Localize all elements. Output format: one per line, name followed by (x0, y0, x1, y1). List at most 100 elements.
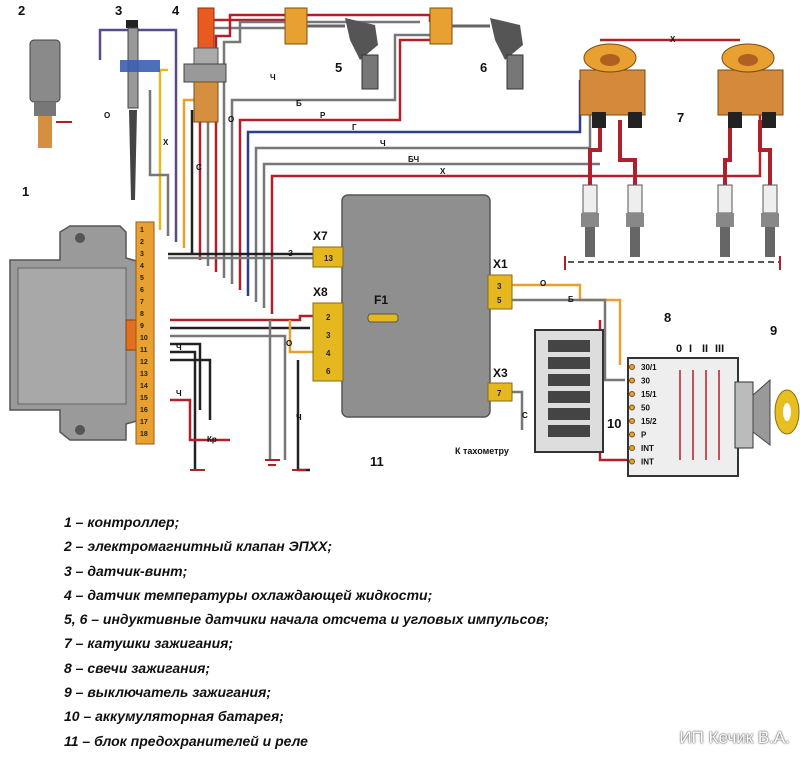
wire-bch (262, 162, 600, 308)
component-number-labels: 2 3 4 1 5 6 7 8 9 10 11 (18, 3, 777, 469)
controller-pin-label: 10 (140, 335, 148, 342)
wire-label-o1: О (104, 111, 110, 120)
wire-label-s2: С (196, 163, 202, 172)
label-10: 10 (607, 416, 621, 431)
switch-terminal-pin (629, 445, 635, 451)
pin-x1-a: 3 (497, 282, 502, 291)
wire-label-h2: Х (440, 167, 446, 176)
fuse-relay-block (341, 194, 491, 418)
connector-labels: X7 X8 X1 X3 F1 (313, 229, 508, 380)
switch-terminal-label: 15/1 (641, 390, 657, 399)
controller-pin-label: 2 (140, 239, 144, 246)
spark-plugs (581, 184, 779, 257)
label-1: 1 (22, 184, 29, 199)
wire-label-o3: О (286, 339, 292, 348)
hv-lead-2 (618, 120, 637, 185)
switch-terminal-pin (629, 391, 635, 397)
label-4: 4 (172, 3, 180, 18)
label-6: 6 (480, 60, 487, 75)
pin-x8-d: 6 (326, 367, 331, 376)
spark-plug-1 (581, 184, 599, 257)
screw-sensor (120, 20, 160, 200)
pin-labels: 13 2 3 4 6 3 5 7 (324, 254, 502, 398)
switch-terminal-pin (629, 377, 635, 384)
wire-label-s1: С (522, 411, 528, 420)
switch-terminal-pin (629, 364, 635, 370)
legend-item: 1 – контроллер; (64, 514, 180, 530)
wire-label-ch4: Ч (176, 343, 182, 352)
switch-position-label: 0 (676, 343, 682, 355)
legend-item: 2 – электромагнитный клапан ЭПХХ; (64, 538, 333, 555)
coolant-temp-sensor (183, 7, 227, 123)
ignition-coil-right (717, 43, 784, 128)
ignition-switch (627, 357, 800, 477)
legend-item: 4 – датчик температуры охлаждающей жидко… (64, 586, 433, 603)
connector-x3 (487, 382, 513, 402)
connector-x8 (312, 302, 344, 382)
controller-pin-label: 1 (140, 227, 144, 234)
switch-contacts (679, 370, 720, 460)
wire-label-z: З (288, 249, 293, 258)
wire-ch4 (170, 358, 212, 420)
label-9: 9 (770, 323, 777, 338)
switch-terminal-pin (629, 404, 635, 411)
tachometer-label: К тахометру (455, 446, 509, 456)
controller-pin-label: 4 (140, 263, 144, 270)
controller-pin-label: 11 (140, 347, 148, 354)
controller-pin-label: 14 (140, 383, 148, 390)
switch-terminal-label: 15/2 (641, 417, 657, 426)
hv-lead-3 (723, 120, 732, 185)
wire-label-o2: О (228, 115, 234, 124)
wire-label-kp: Кр (207, 435, 217, 444)
controller-pin-label: 18 (140, 431, 148, 438)
wire-gray-sensor3 (148, 90, 170, 236)
legend: 1 – контроллер; 2 – электромагнитный кла… (64, 510, 684, 753)
ignition-coil-left (579, 43, 646, 128)
wire-label-ch1: Ч (270, 73, 276, 82)
switch-position-label: I (689, 343, 692, 355)
legend-item: 10 – аккумуляторная батарея; (64, 708, 284, 725)
fuse-f1 (367, 313, 399, 323)
wire-label-ch2: Ч (380, 139, 386, 148)
inductive-sensor-6 (429, 7, 524, 90)
wire-label-r: Р (320, 111, 326, 120)
spark-plug-4 (761, 184, 779, 257)
label-5: 5 (335, 60, 342, 75)
wire-x8-3 (170, 334, 287, 460)
wire-ground (170, 350, 197, 470)
wire-label-g: Г (352, 123, 357, 132)
pin-x3: 7 (497, 389, 502, 398)
switch-terminal-label: 30 (641, 377, 650, 386)
label-x3: X3 (493, 366, 508, 380)
connector-x7 (312, 246, 344, 268)
switch-terminal-label: INT (641, 444, 654, 453)
legend-item: 5, 6 – индуктивные датчики начала отсчет… (64, 611, 550, 628)
label-11: 11 (370, 454, 384, 469)
wire-code-labels: О Х О Ч Б Р Г Ч БЧ Х Х З О Ч Ч Ч Кр О Б … (104, 35, 676, 444)
switch-terminal-label: 50 (641, 404, 650, 413)
wire-o (288, 320, 320, 354)
label-x1: X1 (493, 257, 508, 271)
wire-x8-1 (170, 314, 320, 322)
label-7: 7 (677, 110, 684, 125)
controller-pin-label: 12 (140, 359, 148, 366)
pin-x8-c: 4 (326, 349, 331, 358)
legend-item: 8 – свечи зажигания; (64, 659, 211, 676)
epxx-valve (29, 39, 72, 148)
wire-kp (170, 398, 230, 442)
pin-x8-a: 2 (326, 313, 331, 322)
ground-symbols (190, 256, 781, 471)
label-x8: X8 (313, 285, 328, 299)
pin-x8-b: 3 (326, 331, 331, 340)
legend-item: 7 – катушки зажигания; (64, 635, 234, 652)
wire-label-b1: Б (296, 99, 302, 108)
controller-pin-label: 15 (140, 395, 148, 402)
key-icon (774, 389, 800, 435)
connector-x1 (487, 274, 513, 310)
spark-plug-2 (626, 184, 644, 257)
wire-label-o4: О (540, 279, 546, 288)
